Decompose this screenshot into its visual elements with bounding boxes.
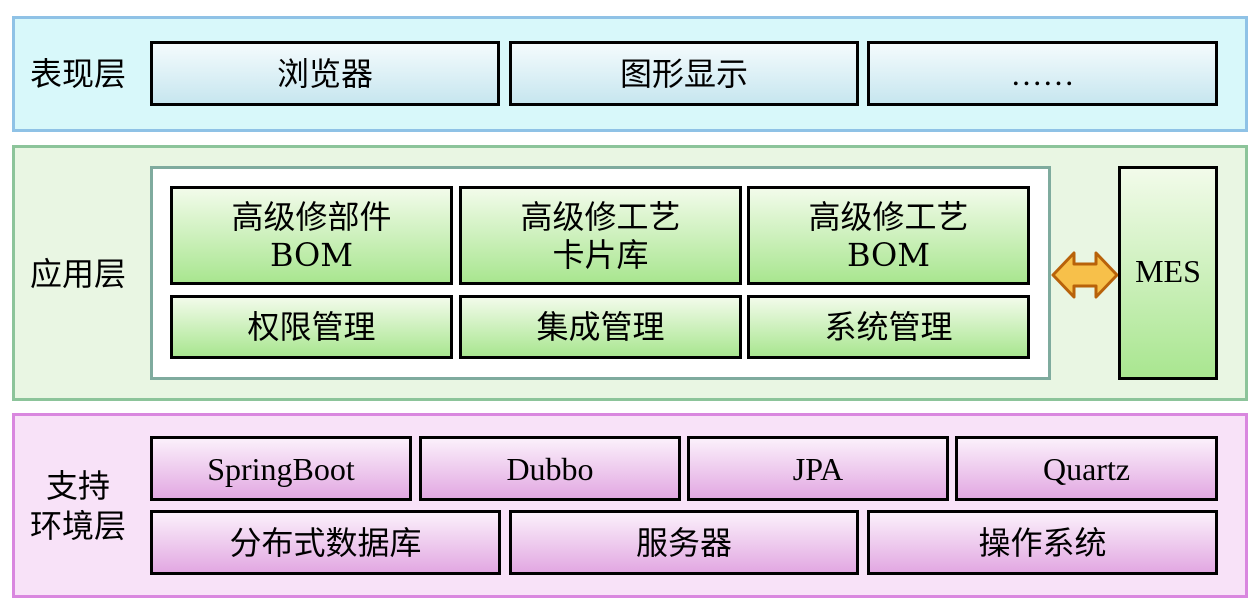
- distributed-database-box: 分布式数据库: [150, 510, 501, 575]
- presentation-layer-label: 表现层: [29, 55, 126, 93]
- permission-management-box: 权限管理: [170, 295, 453, 359]
- quartz-box: Quartz: [955, 436, 1218, 501]
- mes-box: MES: [1118, 166, 1218, 380]
- jpa-box: JPA: [687, 436, 949, 501]
- dubbo-box: Dubbo: [419, 436, 681, 501]
- support-layer-label: 支持 环境层: [29, 467, 126, 545]
- server-box: 服务器: [509, 510, 859, 575]
- integration-management-box: 集成管理: [459, 295, 742, 359]
- process-card-library-box: 高级修工艺 卡片库: [459, 186, 742, 285]
- springboot-box: SpringBoot: [150, 436, 412, 501]
- component-bom-box: 高级修部件 BOM: [170, 186, 453, 285]
- graphic-display-box: 图形显示: [509, 41, 859, 106]
- system-management-box: 系统管理: [747, 295, 1030, 359]
- bidirectional-arrow-icon: [1051, 251, 1119, 299]
- application-layer-label: 应用层: [29, 255, 126, 293]
- browser-box: 浏览器: [150, 41, 500, 106]
- process-bom-box: 高级修工艺 BOM: [747, 186, 1030, 285]
- ellipsis-box: ……: [867, 41, 1218, 106]
- operating-system-box: 操作系统: [867, 510, 1218, 575]
